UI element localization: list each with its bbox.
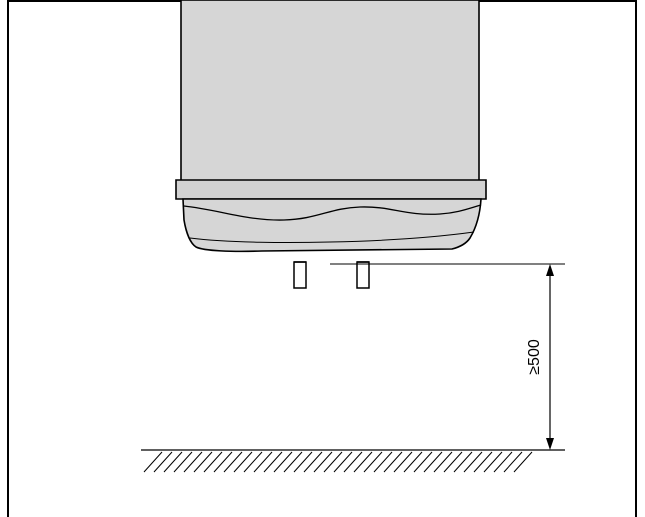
- heater-bottom-cover: [182, 198, 482, 253]
- clearance-dimension: ≥500: [526, 264, 554, 450]
- hatch-line: [263, 451, 283, 473]
- hatch-line: [243, 451, 263, 473]
- hatch-line: [313, 451, 333, 473]
- clearance-label: ≥500: [526, 339, 543, 375]
- hatch-line: [223, 451, 243, 473]
- hatch-line: [463, 451, 483, 473]
- hatch-line: [363, 451, 383, 473]
- hatch-line: [153, 451, 173, 473]
- floor: [141, 449, 565, 473]
- heater-band: [175, 179, 487, 200]
- hatch-line: [303, 451, 323, 473]
- arrow-down-icon: [546, 438, 554, 450]
- heater-body: [180, 0, 480, 183]
- hatch-line: [433, 451, 453, 473]
- hatch-line: [383, 451, 403, 473]
- hatch-line: [183, 451, 203, 473]
- water-heater: [175, 0, 487, 289]
- hatch-line: [333, 451, 353, 473]
- floor-hatching: [143, 451, 533, 473]
- hatch-line: [393, 451, 413, 473]
- arrow-up-icon: [546, 264, 554, 276]
- hatch-line: [443, 451, 463, 473]
- hatch-line: [193, 451, 213, 473]
- hatch-line: [283, 451, 303, 473]
- hatch-line: [473, 451, 493, 473]
- hatch-line: [163, 451, 183, 473]
- hatch-line: [373, 451, 393, 473]
- hatch-line: [273, 451, 293, 473]
- hatch-line: [513, 451, 533, 473]
- hatch-line: [323, 451, 343, 473]
- hatch-line: [233, 451, 253, 473]
- hatch-line: [453, 451, 473, 473]
- hatch-line: [413, 451, 433, 473]
- hot-water-pipe: [356, 261, 370, 289]
- hatch-line: [403, 451, 423, 473]
- hatch-line: [203, 451, 223, 473]
- hatch-line: [353, 451, 373, 473]
- hatch-line: [503, 451, 523, 473]
- hatch-line: [253, 451, 273, 473]
- hatch-line: [293, 451, 313, 473]
- hatch-line: [213, 451, 233, 473]
- hatch-line: [173, 451, 193, 473]
- cover-wave-line: [183, 204, 482, 221]
- hatch-line: [143, 451, 163, 473]
- hatch-line: [343, 451, 363, 473]
- hatch-line: [493, 451, 513, 473]
- cold-water-pipe: [293, 261, 307, 289]
- hatch-line: [423, 451, 443, 473]
- hatch-line: [483, 451, 503, 473]
- cover-rim-line: [189, 231, 475, 244]
